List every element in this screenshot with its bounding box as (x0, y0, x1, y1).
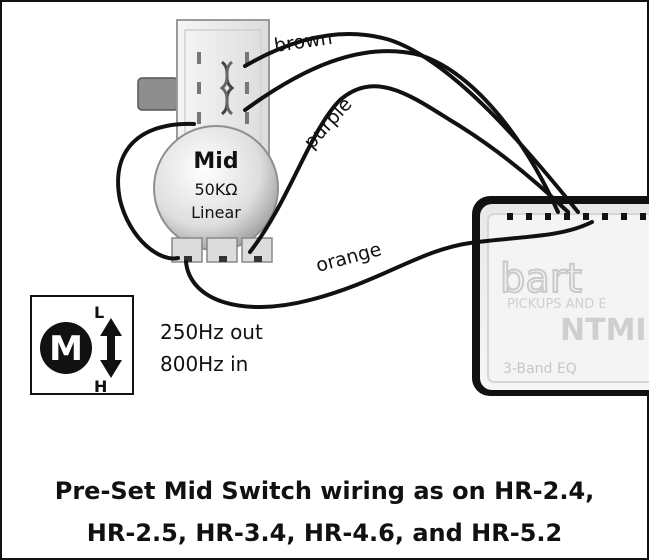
pot-name-label: Mid (193, 149, 238, 174)
orange-wire (184, 220, 594, 309)
purple-wire-label: purple (299, 93, 356, 153)
pot-taper-label: Linear (191, 203, 241, 222)
frequency-line-in: 800Hz in (160, 352, 249, 376)
up-down-arrow-icon (100, 318, 122, 378)
switch-icon-bottom-letter: H (94, 377, 107, 396)
purple-wire (248, 84, 570, 254)
orange-wire-label: orange (314, 238, 384, 277)
eq-brand-logo: bart (500, 256, 582, 302)
eq-solder-pads (507, 213, 646, 220)
switch-icon-letter: M (49, 329, 83, 369)
caption-line-2: HR-2.5, HR-3.4, HR-4.6, and HR-5.2 (86, 519, 563, 547)
switch-icon-top-letter: L (94, 303, 104, 322)
eq-band-label: 3-Band EQ (503, 361, 577, 377)
caption: Pre-Set Mid Switch wiring as on HR-2.4, … (0, 470, 649, 554)
purple-wire-loop (116, 121, 196, 261)
eq-model-label: NTMI (560, 313, 647, 348)
eq-subtitle: PICKUPS AND E (507, 297, 607, 312)
eq-module: bart PICKUPS AND E NTMI 3-Band EQ (472, 196, 649, 396)
brown-wire (243, 32, 580, 214)
brown-wire-label: brown (273, 27, 334, 57)
pot-value-label: 50KΩ (194, 180, 237, 199)
caption-line-1: Pre-Set Mid Switch wiring as on HR-2.4, (54, 477, 595, 505)
brown-wire-return (243, 49, 560, 214)
frequency-line-out: 250Hz out (160, 320, 263, 344)
mid-switch-icon: M L H (30, 295, 134, 396)
wires (116, 32, 594, 309)
